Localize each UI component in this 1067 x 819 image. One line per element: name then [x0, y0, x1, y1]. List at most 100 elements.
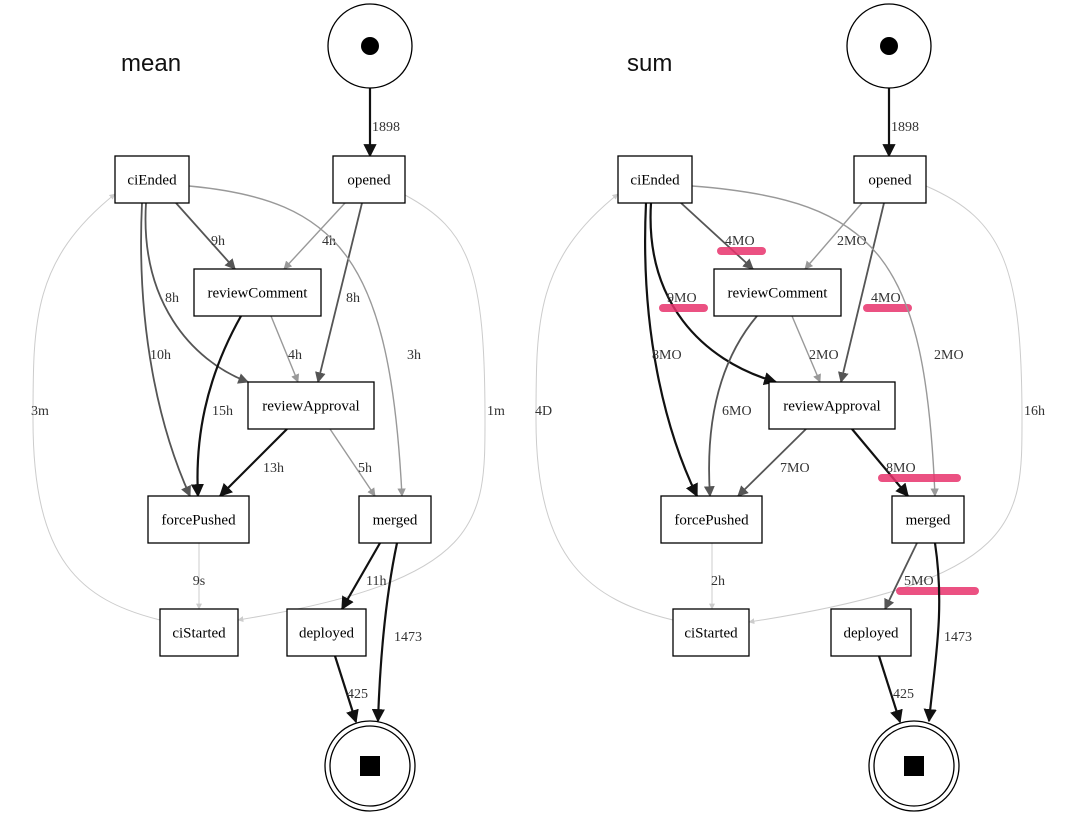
- edge-merged-end: [371, 542, 399, 723]
- edge-label: 4h: [322, 234, 336, 249]
- edge-label: 5MO: [904, 574, 934, 589]
- edge-merged-end: [923, 542, 941, 723]
- edge-reviewComment-reviewApproval: [270, 315, 300, 383]
- edge-ciEnded-reviewComment: [680, 202, 754, 270]
- edge-label: 15h: [212, 404, 233, 419]
- node-label: ciEnded: [630, 173, 680, 189]
- edge-label: 8h: [165, 291, 179, 306]
- edge-label: 1898: [372, 120, 400, 135]
- node-label: forcePushed: [161, 513, 236, 529]
- node-opened: opened: [332, 155, 406, 204]
- node-label: opened: [347, 173, 391, 189]
- edge-ciStarted-ciEnded: [535, 193, 674, 621]
- edge-reviewApproval-merged: [329, 428, 376, 497]
- edge-ciEnded-reviewApproval: [144, 202, 250, 384]
- edge-merged-deployed: [341, 542, 381, 611]
- node-label: reviewApproval: [262, 399, 359, 415]
- edge-ciEnded-reviewApproval: [649, 202, 778, 386]
- node-reviewComment: reviewComment: [193, 268, 322, 317]
- edge-ciEnded-merged: [188, 185, 406, 497]
- start-icon: [846, 3, 932, 89]
- edge-label: 9h: [211, 234, 225, 249]
- edge-label: 1m: [487, 404, 505, 419]
- edge-label: 4MO: [725, 234, 755, 249]
- edge-ciEnded-reviewComment: [175, 202, 236, 270]
- edge-label: 2MO: [809, 348, 839, 363]
- edge-reviewApproval-merged: [851, 428, 909, 498]
- node-reviewApproval: reviewApproval: [768, 381, 896, 430]
- edge-label: 8MO: [886, 461, 916, 476]
- node-forcePushed: forcePushed: [660, 495, 763, 544]
- node-label: merged: [373, 513, 418, 529]
- node-ciStarted: ciStarted: [159, 608, 239, 657]
- edge-label: 3h: [407, 348, 421, 363]
- node-label: reviewComment: [208, 286, 309, 302]
- edge-opened-reviewComment: [804, 202, 863, 270]
- node-label: opened: [868, 173, 912, 189]
- edge-reviewApproval-forcePushed: [737, 428, 807, 497]
- node-label: deployed: [844, 626, 899, 642]
- edge-label: 425: [347, 687, 368, 702]
- nodes: opened ciEnded reviewComment reviewApproval…: [114, 3, 432, 812]
- node-deployed: deployed: [830, 608, 912, 657]
- edge-label: 6MO: [722, 404, 752, 419]
- edge-deployed-end: [333, 655, 359, 724]
- edge-label: 10h: [150, 348, 171, 363]
- end-icon: [324, 720, 416, 812]
- edge-deployed-end: [877, 655, 903, 724]
- edge-opened-reviewApproval: [315, 202, 363, 384]
- node-label: ciEnded: [127, 173, 177, 189]
- node-label: ciStarted: [172, 626, 226, 642]
- node-label: forcePushed: [674, 513, 749, 529]
- edge-label: 1473: [394, 630, 422, 645]
- node-merged: merged: [358, 495, 432, 544]
- node-deployed: deployed: [286, 608, 367, 657]
- node-label: merged: [906, 513, 951, 529]
- panel-title: mean: [121, 50, 181, 77]
- edge-opened-ciStarted: [237, 194, 486, 623]
- panel-title: sum: [627, 50, 672, 77]
- edge-label: 425: [893, 687, 914, 702]
- node-reviewComment: reviewComment: [713, 268, 842, 317]
- edge-label: 5h: [358, 461, 372, 476]
- node-merged: merged: [891, 495, 965, 544]
- node-label: ciStarted: [684, 626, 738, 642]
- edge-label: 7MO: [780, 461, 810, 476]
- edge-label: 4MO: [871, 291, 901, 306]
- node-opened: opened: [853, 155, 927, 204]
- edge-opened-ciStarted: [748, 185, 1023, 625]
- edge-label: 9s: [193, 574, 205, 589]
- edge-label: 2MO: [934, 348, 964, 363]
- start-icon: [327, 3, 413, 89]
- node-ciEnded: ciEnded: [114, 155, 190, 204]
- edge-label: 16h: [1024, 404, 1045, 419]
- edge-reviewComment-reviewApproval: [791, 315, 821, 383]
- nodes: opened ciEnded reviewComment reviewApproval…: [617, 3, 965, 812]
- node-label: reviewApproval: [783, 399, 880, 415]
- node-forcePushed: forcePushed: [147, 495, 250, 544]
- edge-label: 9MO: [667, 291, 697, 306]
- edge-ciEnded-forcePushed: [140, 202, 191, 497]
- edge-label: 1898: [891, 120, 919, 135]
- edge-label: 13h: [263, 461, 284, 476]
- edge-label: 8h: [346, 291, 360, 306]
- edge-reviewComment-forcePushed: [703, 315, 758, 498]
- edge-label: 3m: [31, 404, 49, 419]
- edge-opened-reviewApproval: [838, 202, 885, 384]
- edge-opened-reviewComment: [283, 202, 346, 270]
- node-ciStarted: ciStarted: [672, 608, 750, 657]
- node-reviewApproval: reviewApproval: [247, 381, 375, 430]
- edge-merged-deployed: [884, 542, 918, 610]
- end-icon: [868, 720, 960, 812]
- node-ciEnded: ciEnded: [617, 155, 693, 204]
- edge-label: 11h: [366, 574, 386, 589]
- edge-label: 8MO: [652, 348, 682, 363]
- node-label: reviewComment: [728, 286, 829, 302]
- edge-label: 2h: [711, 574, 725, 589]
- edge-ciStarted-ciEnded: [32, 193, 161, 621]
